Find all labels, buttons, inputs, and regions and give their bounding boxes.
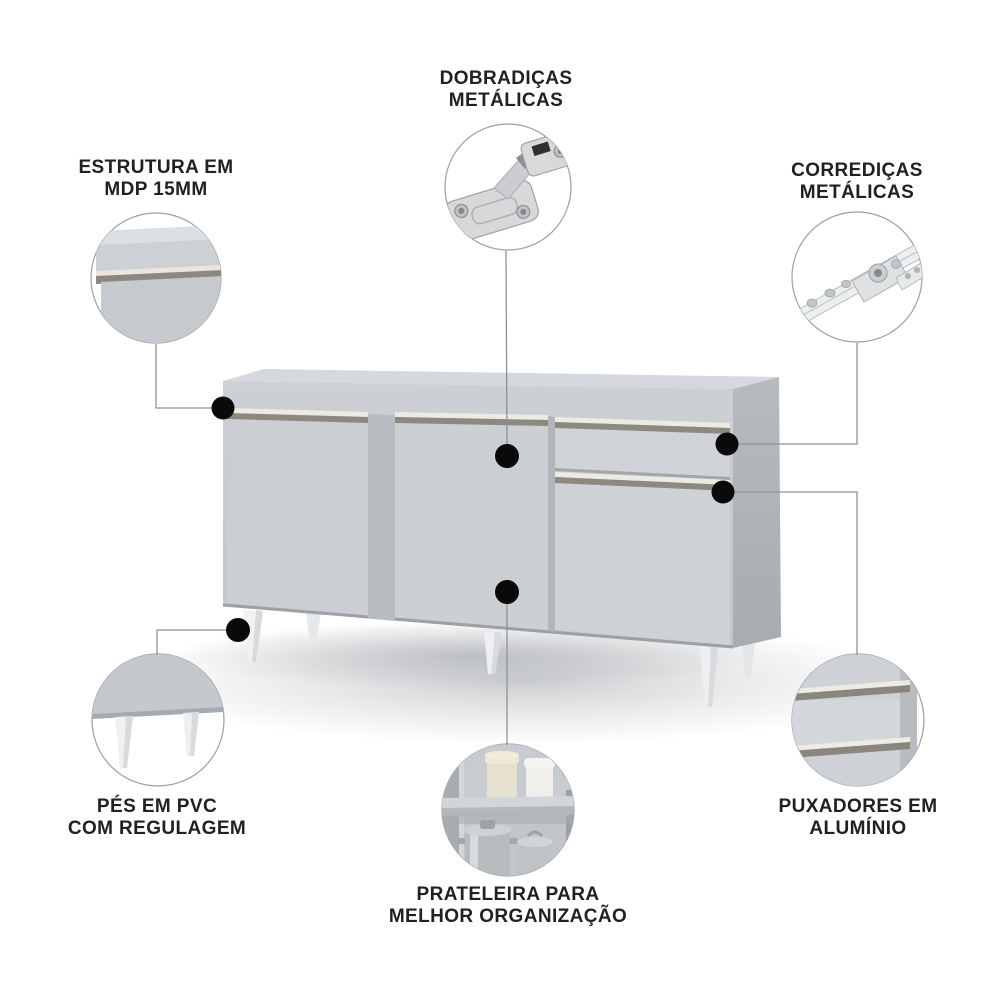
leg-front-right-shade xyxy=(708,645,718,707)
callout-dots xyxy=(211,396,739,642)
left-door-handle-shadow xyxy=(227,413,368,423)
right-door-handle-shadow xyxy=(555,477,730,491)
connector-feet xyxy=(156,629,229,655)
door-gap-left xyxy=(368,414,395,621)
drawer-slide-icon xyxy=(793,242,922,327)
aluminum-handle-icon xyxy=(792,654,917,786)
callout-label-handles: PUXADORES EM ALUMÍNIO xyxy=(718,796,998,840)
cabinet-illustration xyxy=(120,369,920,744)
left-door-handle-highlight xyxy=(227,408,368,417)
callout-circle-slides xyxy=(791,211,923,343)
callout-label-line: COM REGULAGEM xyxy=(67,818,247,839)
callout-label-line: ESTRUTURA EM xyxy=(78,157,234,178)
callout-circle-structure xyxy=(90,212,222,344)
callout-label-line: MELHOR ORGANIZAÇÃO xyxy=(388,906,628,927)
middle-door-face xyxy=(395,423,548,630)
callout-label-shelf: PRATELEIRA PARA MELHOR ORGANIZAÇÃO xyxy=(348,884,668,928)
connector-slides xyxy=(737,343,858,445)
callout-dot-hinges xyxy=(495,444,519,468)
leg-front-middle-shade xyxy=(491,632,502,674)
panel-edge-icon xyxy=(96,225,221,343)
connector-hinges xyxy=(505,250,508,449)
callout-dot-handles xyxy=(711,480,735,504)
callout-label-line: METÁLICAS xyxy=(799,182,915,203)
callout-label-line: ALUMÍNIO xyxy=(809,818,907,839)
right-section xyxy=(555,417,730,645)
callout-connectors xyxy=(155,250,858,745)
callout-dot-structure xyxy=(211,396,235,420)
callout-dot-shelf xyxy=(495,580,519,604)
callout-circle-hinges xyxy=(444,123,572,251)
right-door-face xyxy=(555,483,730,645)
middle-door xyxy=(395,412,548,630)
left-door xyxy=(227,408,368,615)
leg-back-left xyxy=(306,612,321,644)
middle-door-handle-shadow xyxy=(395,417,548,426)
callout-label-feet: PÉS EM PVC COM REGULAGEM xyxy=(17,796,297,840)
callout-label-structure: ESTRUTURA EM MDP 15MM xyxy=(16,157,296,201)
drawer-bottom-gap xyxy=(555,468,730,480)
callout-label-slides: CORREDIÇAS METÁLICAS xyxy=(717,160,997,204)
callout-label-hinges: DOBRADIÇAS METÁLICAS xyxy=(366,68,646,112)
connector-structure xyxy=(155,344,214,409)
middle-door-handle-highlight xyxy=(395,412,548,420)
callout-label-line: MDP 15MM xyxy=(104,179,208,200)
door-gap-right xyxy=(548,416,555,632)
cabinet-top xyxy=(223,369,779,389)
leg-front-left-shade xyxy=(252,610,263,662)
callout-label-line: METÁLICAS xyxy=(448,90,564,111)
drawer-handle-shadow xyxy=(555,422,730,434)
callout-label-line: PÉS EM PVC xyxy=(96,796,218,817)
left-door-face xyxy=(227,419,368,615)
callout-label-line: CORREDIÇAS xyxy=(791,160,923,181)
callout-circle-shelf xyxy=(441,743,575,877)
callout-label-line: PRATELEIRA PARA xyxy=(416,884,600,905)
callout-label-line: DOBRADIÇAS xyxy=(439,68,573,89)
connector-handles xyxy=(733,491,858,655)
drawer-face xyxy=(555,428,730,477)
drawer-handle-highlight xyxy=(555,417,730,428)
callout-dot-feet xyxy=(226,618,250,642)
cabinet-side-panel xyxy=(733,377,781,648)
callout-dot-slides xyxy=(715,432,739,456)
adjustable-feet-icon xyxy=(92,654,224,769)
callout-circle-handles xyxy=(791,653,925,787)
right-door-handle-highlight xyxy=(555,472,730,485)
cabinet-bottom-edge xyxy=(222,603,734,649)
callout-label-line: PUXADORES EM xyxy=(778,796,938,817)
callout-circle-feet xyxy=(91,653,225,787)
